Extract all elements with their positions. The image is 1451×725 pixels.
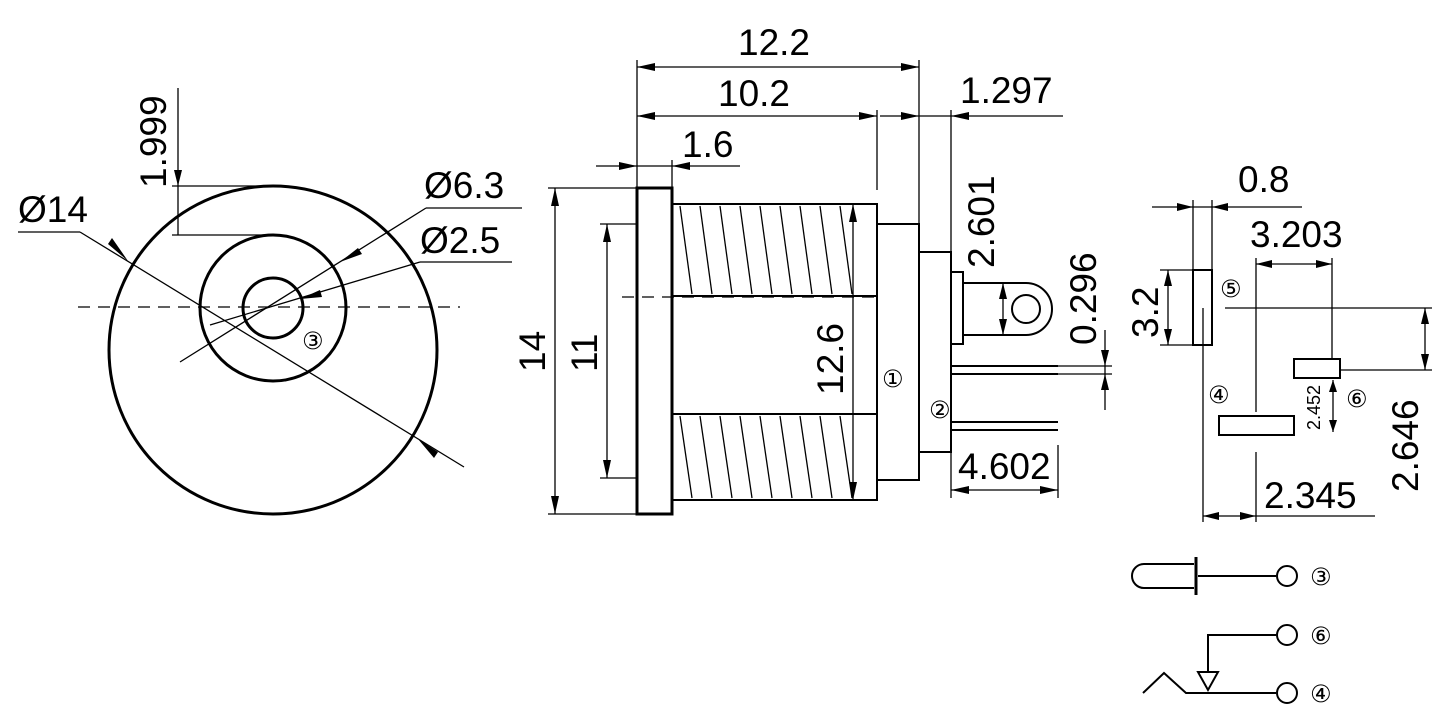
lug-arrow-b	[999, 319, 1007, 335]
offset-label: 1.999	[133, 95, 174, 188]
pg-arrow-b	[1329, 420, 1337, 432]
side-pin1-label: ①	[882, 365, 904, 393]
term-label: 1.297	[960, 70, 1053, 111]
h14-label: 14	[512, 331, 553, 372]
footprint-view: 0.8 3.203 3.2 2.452 2.646 2.345	[1125, 159, 1432, 522]
front-view: Ø14 Ø6.3 Ø2.5 1.999 ③	[18, 88, 522, 516]
switch-wire	[1207, 634, 1276, 672]
ps-label: 3.203	[1250, 214, 1343, 255]
solder-lug	[963, 282, 1053, 336]
sch-node-6	[1276, 624, 1298, 646]
term-arrow-l	[901, 112, 919, 120]
horiz-arrow-l	[1203, 512, 1219, 520]
mid-circle	[198, 233, 348, 383]
h11-label: 11	[564, 334, 605, 372]
dia63-label: Ø6.3	[424, 165, 504, 206]
thk-label: 0.296	[1063, 252, 1104, 345]
switch-arrow	[1196, 671, 1220, 693]
h11-arrow-b	[603, 460, 611, 478]
lug-label: 2.601	[961, 175, 1002, 268]
tl-arrow-r	[1040, 486, 1058, 494]
pad6-label: ⑥	[1346, 385, 1368, 413]
vert-label: 2.646	[1385, 399, 1426, 492]
dia14-label: Ø14	[18, 189, 88, 230]
pw-label: 0.8	[1238, 159, 1289, 200]
pg-arrow-t	[1329, 380, 1337, 392]
plug-body	[1131, 563, 1194, 589]
h14-arrow-t	[551, 188, 559, 206]
h11-arrow-t	[603, 224, 611, 242]
pad5-label: ⑤	[1220, 275, 1242, 303]
dia25-label: Ø2.5	[420, 220, 500, 261]
dia25-arrow	[300, 290, 322, 299]
side-pin2-label: ②	[929, 396, 951, 424]
flange-arrow-l	[619, 162, 637, 170]
len122-arrow-l	[637, 63, 655, 71]
pg-label: 2.452	[1304, 385, 1324, 430]
dia63-line	[179, 207, 427, 363]
sch-pin3-label: ③	[1310, 563, 1332, 591]
solder-lug-base	[950, 271, 964, 345]
vert-arrow-b	[1421, 354, 1429, 370]
solder-lug-hole	[1011, 294, 1041, 324]
pad-6	[1293, 358, 1341, 379]
h126-label: 12.6	[810, 323, 851, 395]
side-view: 12.2 10.2 1.6 1.297 14 11	[512, 22, 1112, 516]
h126-arrow-t	[849, 204, 857, 222]
ph-arrow-b	[1164, 329, 1172, 345]
dia14-arrow-a	[108, 238, 128, 261]
tl-arrow-l	[951, 486, 969, 494]
vert-arrow-t	[1421, 308, 1429, 324]
rear-housing	[876, 223, 920, 481]
sch-pin4-label: ④	[1310, 680, 1332, 708]
ps-arrow-l	[1256, 260, 1272, 268]
pin-circle	[241, 276, 305, 340]
horiz-label: 2.345	[1264, 475, 1357, 516]
pw-arrow-l	[1177, 203, 1193, 211]
dia63-arrow	[340, 248, 362, 262]
dia14-line	[79, 231, 465, 468]
ph-label: 3.2	[1125, 287, 1166, 338]
ph-arrow-t	[1164, 270, 1172, 286]
flange	[635, 186, 674, 516]
sch-node-4	[1276, 682, 1298, 704]
flange-arrow-r	[672, 162, 690, 170]
pw-arrow-r	[1212, 203, 1228, 211]
tl-label: 4.602	[958, 446, 1051, 487]
len102-arrow-r	[859, 112, 877, 120]
offset-arrow	[174, 170, 182, 186]
len102-arrow-l	[637, 112, 655, 120]
len122-arrow-r	[901, 63, 919, 71]
sch-node-3	[1276, 565, 1298, 587]
thread-hatch	[679, 205, 853, 499]
horiz-arrow-r	[1240, 512, 1256, 520]
thk-arrow-b	[1101, 374, 1109, 390]
front-pin3-label: ③	[302, 327, 324, 355]
h14-arrow-b	[551, 496, 559, 514]
len122-label: 12.2	[738, 22, 810, 63]
thk-arrow-t	[1101, 350, 1109, 366]
sleeve-wire	[1142, 671, 1276, 694]
pad-4	[1218, 415, 1295, 436]
dia14-arrow-b	[418, 439, 438, 458]
h126-arrow-b	[849, 482, 857, 500]
schematic-symbol: ③ ⑥ ④	[1131, 557, 1332, 708]
sch-pin6-label: ⑥	[1310, 622, 1332, 650]
rear-cap	[918, 251, 952, 453]
len102-label: 10.2	[718, 73, 790, 114]
flange-label: 1.6	[682, 124, 733, 165]
lug-arrow-t	[999, 283, 1007, 299]
pad4-label: ④	[1208, 381, 1230, 409]
term-arrow-r	[951, 112, 969, 120]
ps-arrow-r	[1316, 260, 1332, 268]
